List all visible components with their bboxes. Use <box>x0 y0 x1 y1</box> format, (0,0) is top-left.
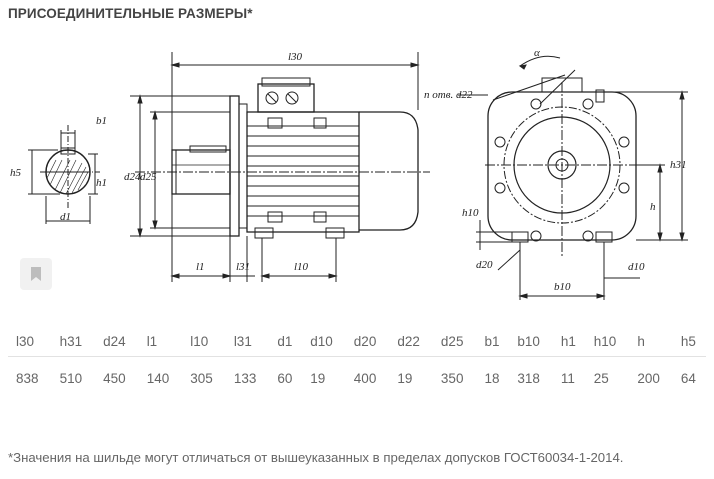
column-header: d25 <box>432 326 477 357</box>
label-h10: h10 <box>462 207 479 219</box>
bookmark-button[interactable] <box>20 258 52 290</box>
table-cell: 64 <box>680 370 696 386</box>
page-title: ПРИСОЕДИНИТЕЛЬНЫЕ РАЗМЕРЫ* <box>8 6 253 21</box>
label-l30: l30 <box>288 51 303 63</box>
column-header: h1 <box>552 326 586 357</box>
label-h31: h31 <box>670 159 687 171</box>
column-header: b1 <box>476 326 510 357</box>
shaft-section-view <box>28 125 100 224</box>
table-cell: 200 <box>637 370 660 386</box>
table-cell: 305 <box>190 370 213 386</box>
label-d10: d10 <box>628 261 645 273</box>
column-header: l1 <box>138 326 183 357</box>
column-header: h5 <box>672 326 706 357</box>
label-h1: h1 <box>96 177 107 189</box>
table-cell: 19 <box>310 370 326 386</box>
label-d24: d24 <box>124 171 141 183</box>
label-l1: l1 <box>196 261 205 273</box>
table-cell: 350 <box>440 370 464 386</box>
column-header: l31 <box>225 326 270 357</box>
table-cell: 838 <box>16 370 39 386</box>
table-row: 838 510 450 140 305 133 60 19 400 19 350 18 318 11 25 2… <box>8 357 706 400</box>
table-cell: 11 <box>560 370 575 386</box>
column-header: d10 <box>302 326 346 357</box>
label-d20: d20 <box>476 259 493 271</box>
table-cell: 60 <box>277 370 293 386</box>
column-header: d1 <box>269 326 303 357</box>
table-cell: 318 <box>517 370 540 386</box>
column-header: l30 <box>8 326 52 357</box>
table-cell: 25 <box>593 370 609 386</box>
column-header: h10 <box>585 326 630 357</box>
motor-side-view <box>130 52 430 282</box>
label-l10: l10 <box>294 261 309 273</box>
table-cell: 450 <box>103 370 126 386</box>
label-d1: d1 <box>60 211 71 223</box>
column-header: h <box>629 326 673 357</box>
footnote: *Значения на шильде могут отличаться от … <box>8 450 624 465</box>
label-l31: l31 <box>236 261 250 273</box>
label-h: h <box>650 201 656 213</box>
column-header: d24 <box>95 326 139 357</box>
column-header: d20 <box>345 326 390 357</box>
label-n-otv-d22: n отв. d22 <box>424 89 473 101</box>
table-cell: 18 <box>484 370 500 386</box>
label-h5: h5 <box>10 167 22 179</box>
table-cell: 140 <box>146 370 170 386</box>
label-alpha: α <box>534 47 540 59</box>
table-cell: 510 <box>59 370 83 386</box>
motor-front-view <box>458 55 688 300</box>
column-header: d22 <box>389 326 433 357</box>
table-cell: 133 <box>233 370 257 386</box>
motor-dimension-drawing: b1 h5 h1 d1 l30 d24 d25 l1 l31 l10 α n о… <box>10 47 688 300</box>
table-cell: 19 <box>397 370 413 386</box>
column-header: l10 <box>182 326 226 357</box>
table-cell: 400 <box>353 370 377 386</box>
label-b10: b10 <box>554 281 571 293</box>
label-b1: b1 <box>96 115 107 127</box>
bookmark-icon <box>31 267 41 281</box>
column-header: b10 <box>509 326 553 357</box>
column-header: h31 <box>51 326 96 357</box>
label-d25: d25 <box>140 171 157 183</box>
